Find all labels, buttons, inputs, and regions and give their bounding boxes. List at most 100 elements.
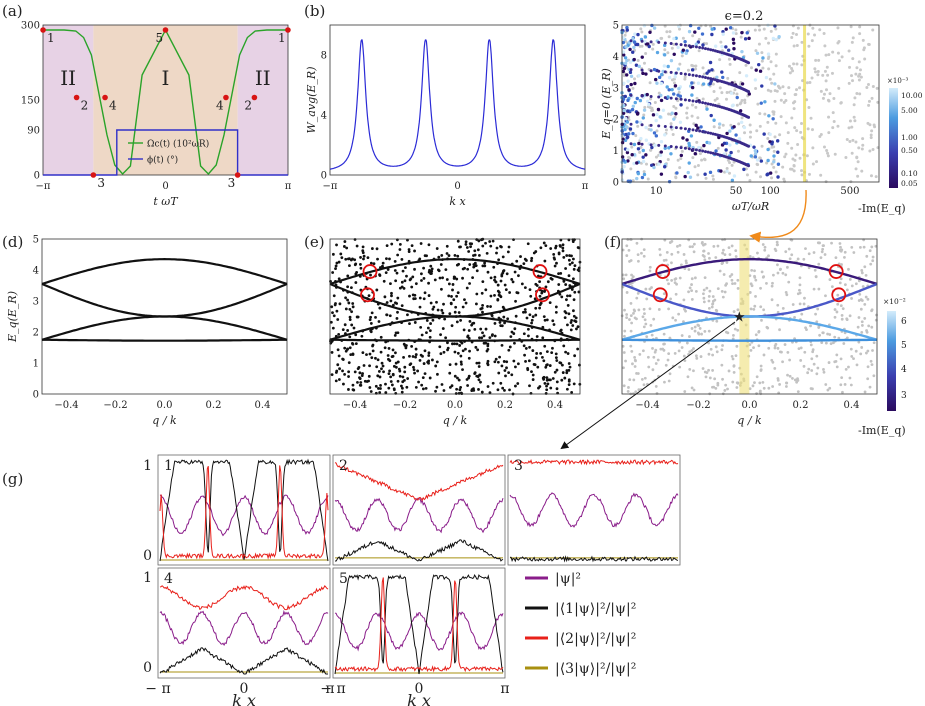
eigenvalue-point xyxy=(450,295,453,298)
background-point xyxy=(631,86,635,90)
eigenvalue-point xyxy=(384,382,387,386)
data-point xyxy=(649,163,654,168)
curve-psi xyxy=(159,609,329,647)
background-point xyxy=(622,366,625,370)
data-point xyxy=(772,154,776,158)
background-point xyxy=(796,26,800,30)
band-point xyxy=(709,102,713,106)
background-point xyxy=(861,38,865,42)
subplot-number: 4 xyxy=(164,571,173,587)
data-point xyxy=(644,153,648,157)
eigenvalue-point xyxy=(567,383,571,387)
background-point xyxy=(795,43,799,47)
data-point xyxy=(621,158,626,162)
eigenvalue-point xyxy=(371,344,374,348)
panel-c-xtick-label: 10 xyxy=(650,186,663,197)
eigenvalue-point xyxy=(468,319,472,323)
data-point xyxy=(659,98,664,103)
eigenvalue-point xyxy=(342,382,345,386)
curve-state-1 xyxy=(335,539,504,562)
background-point xyxy=(726,76,730,80)
eigenvalue-point xyxy=(546,382,550,386)
eigenvalue-point xyxy=(549,247,553,250)
time-marker xyxy=(162,27,169,33)
background-point xyxy=(793,93,797,97)
eigenvalue-point xyxy=(390,355,394,359)
data-point xyxy=(752,145,756,149)
eigenvalue-point xyxy=(473,372,477,376)
eigenvalue-point xyxy=(562,256,566,259)
band-point xyxy=(703,47,707,51)
background-point xyxy=(802,364,806,368)
background-point xyxy=(711,177,715,181)
eigenvalue-point xyxy=(570,261,574,265)
background-point xyxy=(716,146,720,150)
background-point xyxy=(632,308,636,312)
background-point xyxy=(807,44,811,48)
background-point xyxy=(854,167,858,171)
background-point xyxy=(800,169,804,173)
eigenvalue-point xyxy=(385,257,388,261)
data-point xyxy=(679,153,684,158)
background-point xyxy=(851,138,855,142)
data-point xyxy=(662,53,667,57)
background-point xyxy=(809,324,812,328)
background-point xyxy=(738,71,742,75)
eigenvalue-point xyxy=(473,261,477,265)
eigenvalue-point xyxy=(367,294,371,298)
data-point xyxy=(758,69,763,73)
legend-label: |⟨1|ψ⟩|²/|ψ|² xyxy=(555,601,636,617)
background-point xyxy=(784,250,788,254)
background-point xyxy=(722,273,726,276)
background-point xyxy=(870,245,874,249)
background-point xyxy=(788,71,792,75)
background-point xyxy=(821,73,825,77)
data-point xyxy=(622,66,627,71)
panel-e-xtick-label: 0.2 xyxy=(497,400,513,411)
subplot-5: 5 xyxy=(332,567,506,679)
eigenvalue-point xyxy=(404,346,408,350)
background-point xyxy=(776,303,780,307)
eigenvalue-point xyxy=(379,387,382,390)
eigenvalue-point xyxy=(343,346,347,350)
eigenvalue-point xyxy=(406,377,410,380)
eigenvalue-point xyxy=(567,378,571,382)
background-point xyxy=(672,105,676,109)
band-point xyxy=(701,101,705,105)
eigenvalue-point xyxy=(388,359,392,363)
eigenvalue-point xyxy=(351,388,355,392)
background-point xyxy=(763,112,767,116)
background-point xyxy=(730,354,734,358)
eigenvalue-point xyxy=(389,282,392,286)
eigenvalue-point xyxy=(448,363,452,367)
band-point xyxy=(747,90,751,94)
eigenvalue-point xyxy=(542,241,546,245)
eigenvalue-point xyxy=(480,291,484,295)
eigenvalue-point xyxy=(530,259,533,263)
background-point xyxy=(866,349,870,353)
eigenvalue-point xyxy=(574,316,578,320)
eigenvalue-point xyxy=(531,349,535,352)
eigenvalue-point xyxy=(388,314,392,318)
background-point xyxy=(833,335,837,339)
data-point xyxy=(670,87,674,92)
eigenvalue-point xyxy=(496,289,500,293)
eigenvalue-point xyxy=(481,310,484,314)
background-point xyxy=(694,67,698,71)
background-point xyxy=(685,111,689,115)
data-point xyxy=(689,134,694,138)
data-point xyxy=(753,155,758,159)
background-point xyxy=(638,352,642,356)
eigenvalue-point xyxy=(331,311,334,315)
background-point xyxy=(790,35,794,39)
eigenvalue-point xyxy=(506,250,510,254)
data-point xyxy=(767,114,771,118)
background-point xyxy=(655,129,659,133)
eigenvalue-point xyxy=(528,288,532,292)
background-point xyxy=(744,167,748,171)
eigenvalue-point xyxy=(560,363,564,367)
background-point xyxy=(662,259,666,262)
eigenvalue-point xyxy=(396,253,400,257)
background-point xyxy=(623,308,626,312)
background-point xyxy=(787,64,791,68)
